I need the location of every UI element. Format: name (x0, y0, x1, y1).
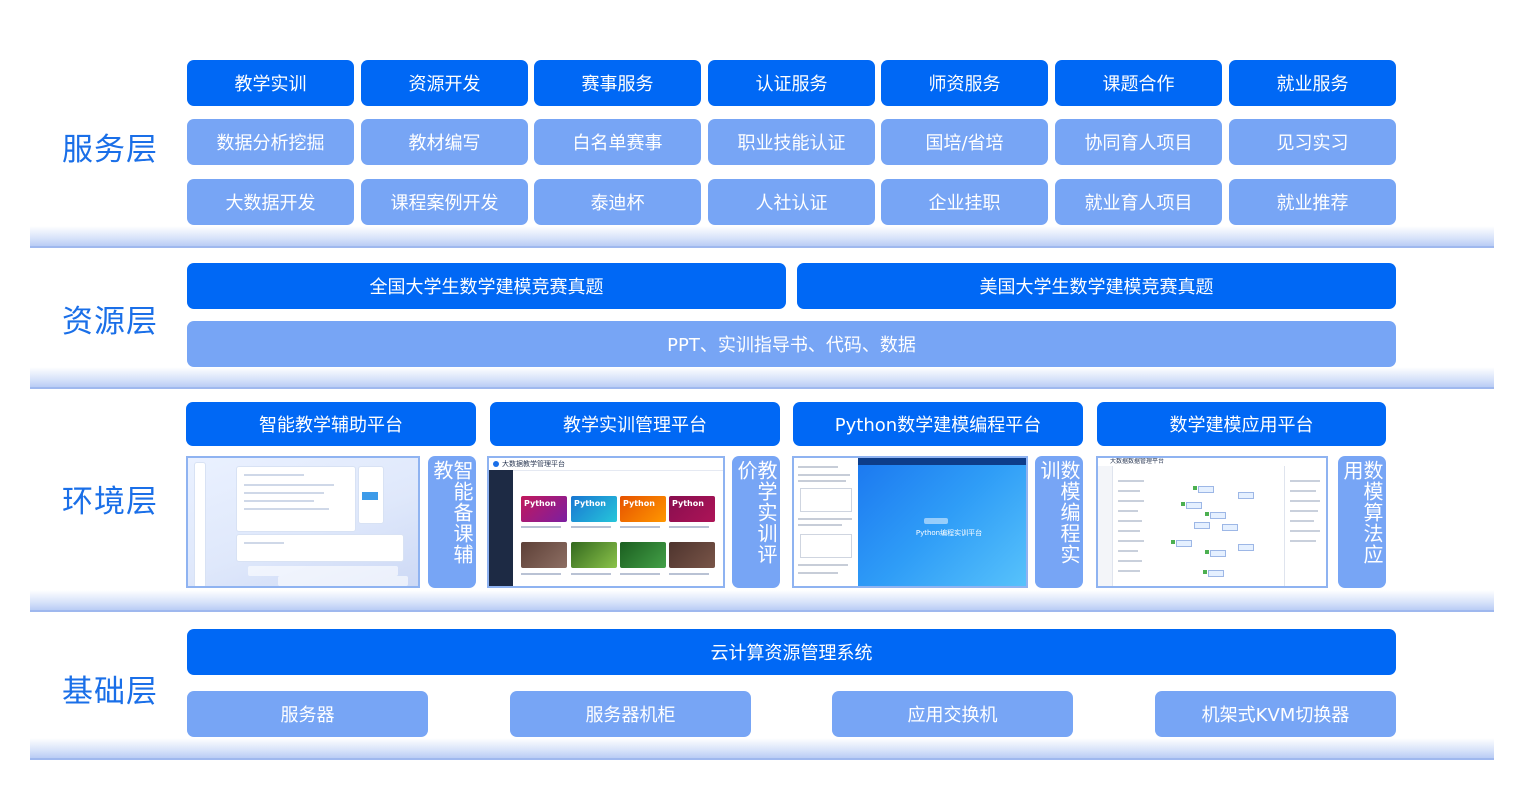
service-item-box: 国培/省培 (881, 119, 1048, 165)
service-category-box: 资源开发 (361, 60, 528, 106)
platform-title-modeling-application: 数学建模应用平台 (1097, 402, 1386, 446)
service-category-box: 赛事服务 (534, 60, 701, 106)
service-item-box: 企业挂职 (881, 179, 1048, 225)
service-item-box: 教材编写 (361, 119, 528, 165)
infra-switch-box: 应用交换机 (832, 691, 1073, 737)
service-item-box: 数据分析挖掘 (187, 119, 354, 165)
separator (30, 738, 1494, 760)
python-card: Python (521, 496, 567, 522)
separator (30, 226, 1494, 248)
resource-layer-label: 资源层 (62, 304, 158, 340)
environment-layer-label: 环境层 (62, 484, 158, 520)
service-category-box: 认证服务 (708, 60, 875, 106)
service-category-box: 课题合作 (1055, 60, 1222, 106)
cloud-management-box: 云计算资源管理系统 (187, 629, 1396, 675)
separator (30, 590, 1494, 612)
screenshot-teaching-assist (186, 456, 420, 588)
resource-mcm-box: 美国大学生数学建模竞赛真题 (797, 263, 1396, 309)
side-training-management: 教学实训评价 (732, 456, 780, 588)
python-card: Python (669, 496, 715, 522)
resource-materials-box: PPT、实训指导书、代码、数据 (187, 321, 1396, 367)
service-item-box: 泰迪杯 (534, 179, 701, 225)
side-modeling-application: 数模算法应用 (1338, 456, 1386, 588)
python-card: Python (620, 496, 666, 522)
side-teaching-assist: 智能备课辅教 (428, 456, 476, 588)
service-item-box: 课程案例开发 (361, 179, 528, 225)
platform2-title-text: 大数据教学管理平台 (502, 460, 565, 468)
service-item-box: 协同育人项目 (1055, 119, 1222, 165)
platform-title-training-management: 教学实训管理平台 (490, 402, 780, 446)
service-item-box: 白名单赛事 (534, 119, 701, 165)
side-python-modeling: 数模编程实训 (1035, 456, 1083, 588)
service-item-box: 就业推荐 (1229, 179, 1396, 225)
service-item-box: 大数据开发 (187, 179, 354, 225)
screenshot-training-management: 大数据教学管理平台 Python Python Python Python (487, 456, 725, 588)
infrastructure-layer-label: 基础层 (62, 674, 158, 710)
resource-cumcm-box: 全国大学生数学建模竞赛真题 (187, 263, 786, 309)
service-category-box: 教学实训 (187, 60, 354, 106)
service-item-box: 见习实习 (1229, 119, 1396, 165)
service-category-box: 师资服务 (881, 60, 1048, 106)
platform4-title-text: 大数据数据管理平台 (1110, 458, 1165, 465)
infra-kvm-box: 机架式KVM切换器 (1155, 691, 1396, 737)
platform3-title-text: Python编程实训平台 (915, 529, 983, 537)
infra-server-box: 服务器 (187, 691, 428, 737)
service-item-box: 就业育人项目 (1055, 179, 1222, 225)
platform-title-teaching-assist: 智能教学辅助平台 (186, 402, 476, 446)
separator (30, 367, 1494, 389)
service-category-box: 就业服务 (1229, 60, 1396, 106)
screenshot-modeling-application: 大数据数据管理平台 (1096, 456, 1328, 588)
platform-title-python-modeling: Python数学建模编程平台 (793, 402, 1083, 446)
service-item-box: 人社认证 (708, 179, 875, 225)
service-layer-label: 服务层 (62, 132, 158, 168)
python-card: Python (571, 496, 617, 522)
service-item-box: 职业技能认证 (708, 119, 875, 165)
screenshot-python-modeling: Python编程实训平台 (792, 456, 1028, 588)
infra-rack-box: 服务器机柜 (510, 691, 751, 737)
